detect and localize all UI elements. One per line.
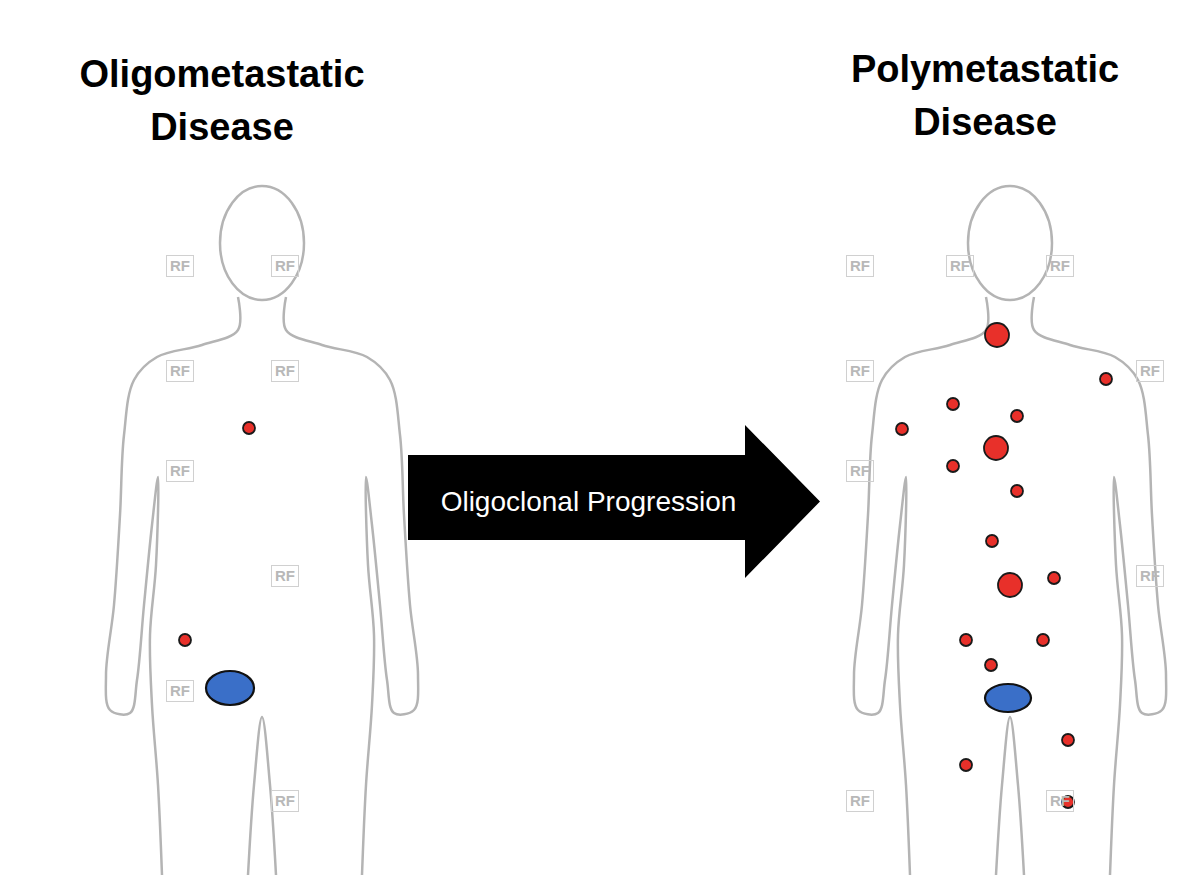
arrow-label: Oligoclonal Progression [439, 480, 739, 523]
body-line [1032, 297, 1167, 875]
metastasis-dot [985, 659, 997, 671]
panel-heading: Oligometastatic Disease [34, 48, 410, 154]
body-line [996, 717, 1024, 875]
watermark: RF [271, 360, 299, 382]
body-line [854, 297, 989, 875]
primary-tumour [206, 671, 254, 705]
watermark: RF [166, 460, 194, 482]
metastasis-dot [1062, 734, 1074, 746]
body-line [284, 297, 419, 875]
metastasis-dot [960, 634, 972, 646]
panel-title: Oligometastatic Disease [42, 48, 402, 154]
metastasis-dot [998, 573, 1022, 597]
watermark: RF [846, 360, 874, 382]
metastasis-dot [1048, 572, 1060, 584]
panel-heading: Polymetastatic Disease [797, 43, 1173, 149]
watermark: RF [1136, 360, 1164, 382]
watermark: RF [946, 255, 974, 277]
body-outline [854, 186, 1166, 875]
watermark: RF [1046, 255, 1074, 277]
metastasis-dot [896, 423, 908, 435]
body-line [106, 297, 241, 875]
block-arrow: Oligoclonal Progression [408, 425, 820, 578]
watermark: RF [166, 360, 194, 382]
panel-title: Polymetastatic Disease [805, 43, 1165, 149]
head-outline [220, 186, 304, 300]
metastasis-dot [179, 634, 191, 646]
metastasis-dot [960, 759, 972, 771]
metastasis-dot [986, 535, 998, 547]
watermark: RF [271, 565, 299, 587]
metastasis-dot [947, 398, 959, 410]
head-outline [968, 186, 1052, 300]
watermark: RF [166, 255, 194, 277]
metastasis-dot [984, 436, 1008, 460]
watermark: RF [166, 680, 194, 702]
body-outline [106, 186, 418, 875]
metastasis-dot [985, 323, 1009, 347]
watermark: RF [1046, 790, 1074, 812]
watermark: RF [1136, 565, 1164, 587]
watermark: RF [271, 255, 299, 277]
arrow-polygon [408, 425, 820, 578]
watermark: RF [271, 790, 299, 812]
watermark: RF [846, 790, 874, 812]
watermark: RF [846, 460, 874, 482]
metastasis-dot [1011, 485, 1023, 497]
metastasis-dot [1037, 634, 1049, 646]
watermark: RF [846, 255, 874, 277]
metastasis-dot [1100, 373, 1112, 385]
metastasis-dot [1011, 410, 1023, 422]
metastasis-dot [947, 460, 959, 472]
metastasis-dot [243, 422, 255, 434]
primary-tumour [985, 684, 1031, 712]
